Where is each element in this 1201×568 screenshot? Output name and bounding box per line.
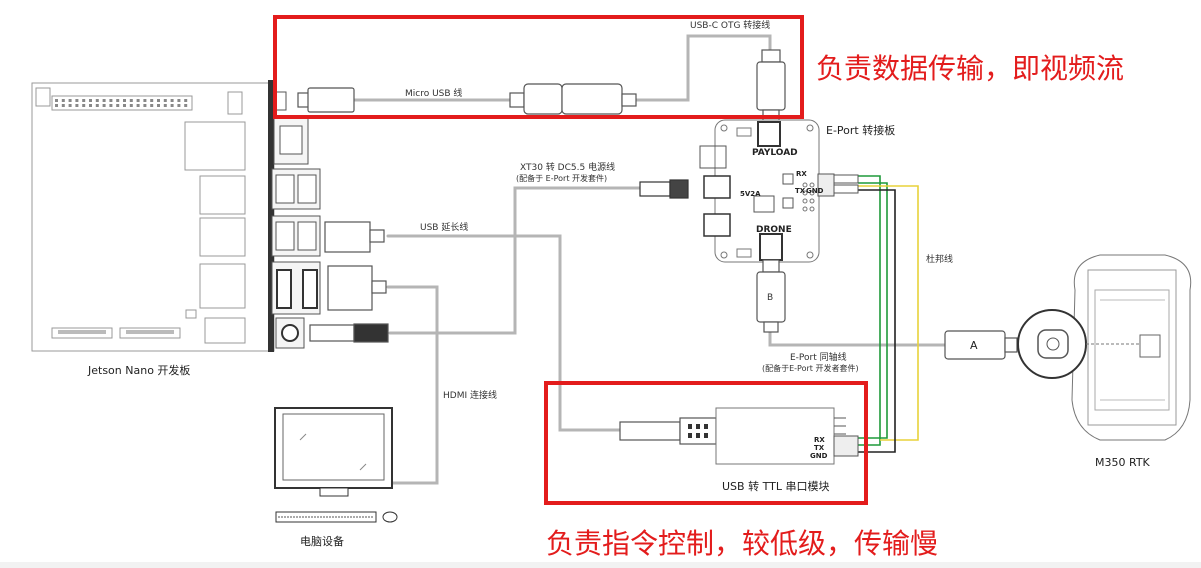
gpio-pin xyxy=(163,99,167,102)
label-a: A xyxy=(970,339,978,352)
gpio-pin xyxy=(143,104,147,107)
gpio-pin xyxy=(116,99,120,102)
label-5v2a: 5V2A xyxy=(740,190,761,198)
label-gnd: GND xyxy=(806,187,824,195)
label-jetson: Jetson Nano 开发板 xyxy=(87,363,190,377)
gpio-pin xyxy=(55,104,58,107)
gpio-pin xyxy=(150,99,154,102)
label-usbc-otg: USB-C OTG 转接线 xyxy=(690,19,770,31)
label-hdmi: HDMI 连接线 xyxy=(443,389,497,401)
gpio-pin xyxy=(184,104,188,107)
label-ttl-gnd: GND xyxy=(810,452,828,460)
label-coax-line2: (配备于E-Port 开发者套件) xyxy=(762,363,859,373)
label-payload: PAYLOAD xyxy=(752,148,798,158)
gpio-pins xyxy=(55,99,188,107)
gpio-pin xyxy=(102,99,106,102)
label-eport-board: E-Port 转接板 xyxy=(826,123,895,137)
gpio-pin xyxy=(163,104,167,107)
gpio-pin xyxy=(109,99,113,102)
gpio-pin xyxy=(61,104,65,107)
coax-connector-a xyxy=(944,330,1018,360)
gpio-pin xyxy=(129,99,133,102)
label-b: B xyxy=(767,293,773,303)
xt30-connector xyxy=(639,179,689,199)
gpio-pin xyxy=(170,104,174,107)
gpio-pin xyxy=(102,104,106,107)
gpio-pin xyxy=(136,104,140,107)
annotation-data-transfer: 负责数据传输，即视频流 xyxy=(816,52,1124,85)
label-rx: RX xyxy=(796,170,807,178)
label-xt30-line2: (配备于 E-Port 开发套件) xyxy=(516,173,607,183)
dupont-wires xyxy=(858,175,919,453)
label-tx: TX xyxy=(795,187,806,195)
gpio-pin xyxy=(123,104,126,107)
gpio-pin xyxy=(116,104,120,107)
label-m350: M350 RTK xyxy=(1095,456,1151,469)
coax-connector-b xyxy=(756,259,786,333)
highlight-box-control xyxy=(544,381,868,505)
gpio-pin xyxy=(82,104,86,107)
gpio-pin xyxy=(95,99,99,102)
label-drone: DRONE xyxy=(756,225,792,235)
gpio-pin xyxy=(109,104,113,107)
wire-green xyxy=(858,175,881,446)
label-xt30-line1: XT30 转 DC5.5 电源线 xyxy=(520,161,615,173)
io-plate xyxy=(268,80,274,352)
gpio-pin xyxy=(184,99,188,102)
gpio-pin xyxy=(95,104,99,107)
eport-board xyxy=(699,119,859,263)
m350-rtk-drone xyxy=(1017,254,1192,441)
computer-device xyxy=(274,407,398,523)
gpio-pin xyxy=(157,104,160,107)
gpio-pin xyxy=(68,104,72,107)
label-usb-ext: USB 延长线 xyxy=(420,221,468,233)
label-micro-usb: Micro USB 线 xyxy=(405,87,462,99)
usbc-otg-cable xyxy=(633,34,772,102)
gpio-pin xyxy=(177,104,181,107)
label-usb-ttl: USB 转 TTL 串口模块 xyxy=(722,479,829,493)
gpio-pin xyxy=(75,99,79,102)
gpio-pin xyxy=(68,99,72,102)
gpio-pin xyxy=(143,99,147,102)
gpio-pin xyxy=(89,99,92,102)
jetson-plugs xyxy=(297,87,389,343)
gpio-pin xyxy=(136,99,140,102)
gpio-pin xyxy=(123,99,126,102)
gpio-pin xyxy=(75,104,79,107)
gpio-pin xyxy=(170,99,174,102)
gpio-pin xyxy=(129,104,133,107)
wire-yellow xyxy=(858,185,919,441)
gpio-header xyxy=(51,95,193,111)
usb-extension-cable xyxy=(386,234,622,432)
gpio-pin xyxy=(61,99,65,102)
usb-adapter xyxy=(509,83,637,115)
gpio-pin xyxy=(82,99,86,102)
label-dupont: 杜邦线 xyxy=(926,253,953,265)
gpio-pin xyxy=(89,104,92,107)
cables xyxy=(353,34,1032,485)
label-computer: 电脑设备 xyxy=(300,534,344,548)
annotation-command-control: 负责指令控制，较低级，传输慢 xyxy=(546,527,938,560)
gpio-pin xyxy=(177,99,181,102)
jetson-nano-board xyxy=(31,80,321,352)
gpio-pin xyxy=(150,104,154,107)
dc-power-cable xyxy=(388,186,642,335)
usbc-connector xyxy=(756,49,786,123)
wire-black xyxy=(858,189,896,453)
wire-green-2 xyxy=(858,182,888,439)
label-coax-line1: E-Port 同轴线 xyxy=(790,351,847,363)
highlight-box-data xyxy=(273,15,804,119)
bottom-strip xyxy=(0,562,1201,568)
usb-ttl-module xyxy=(619,407,859,465)
label-ttl-rx: RX xyxy=(814,436,825,444)
label-ttl-tx: TX xyxy=(814,444,825,452)
gpio-pin xyxy=(157,99,160,102)
gpio-pin xyxy=(55,99,58,102)
hdmi-cable xyxy=(386,285,439,485)
